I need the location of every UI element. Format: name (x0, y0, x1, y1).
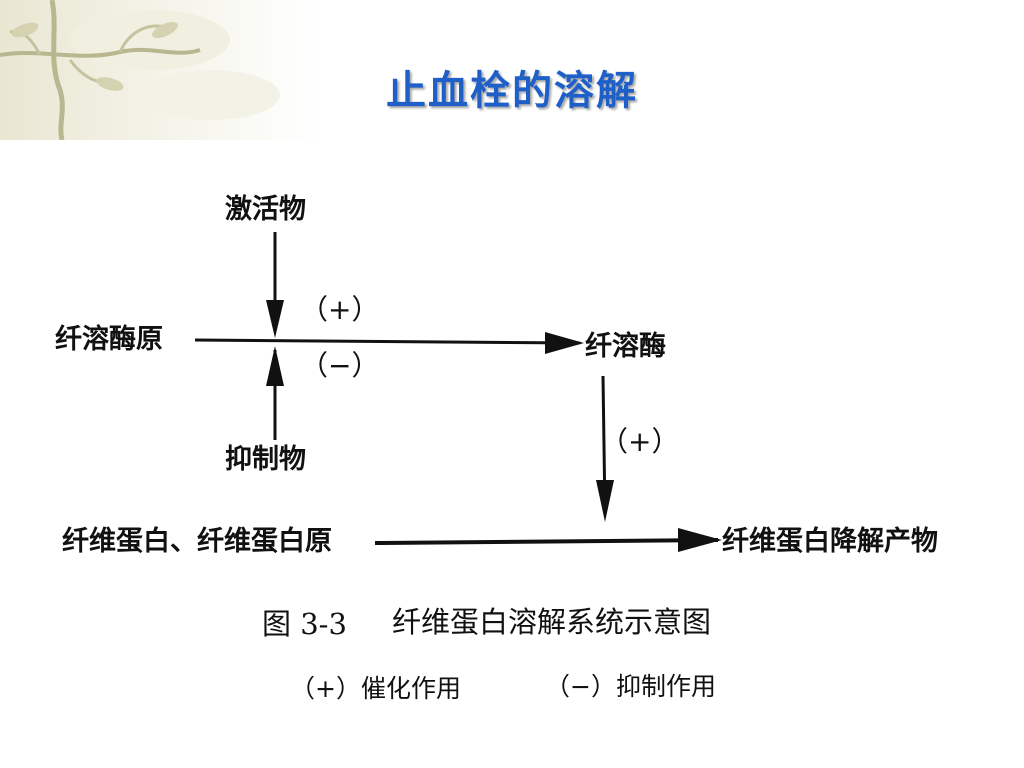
inhibitor-arrowhead (266, 346, 284, 386)
activator-label: 激活物 (225, 194, 306, 225)
plasminogen-to-plasmin-arrow (194, 338, 581, 345)
figure-title: 纤维蛋白溶解系统示意图 (392, 605, 712, 639)
substrate-label: 纤维蛋白、纤维蛋白原 (62, 526, 332, 557)
degradation-arrow (374, 538, 719, 545)
inhibitor-label: 抑制物 (225, 444, 306, 475)
plasmin-arrowhead (545, 332, 584, 354)
plasminogen-label: 纤溶酶原 (55, 324, 163, 355)
activator-arrowhead (266, 300, 284, 338)
plasmin-catalysis-arrowhead (596, 480, 614, 522)
legend-plus: （+）催化作用 (290, 674, 461, 703)
slide-title: 止血栓的溶解 (386, 67, 638, 114)
figure-number: 图 3-3 (262, 607, 347, 641)
product-label: 纤维蛋白降解产物 (722, 526, 938, 557)
catalysis-sign: （+） (600, 425, 680, 458)
inhibition-sign: （−） (300, 349, 380, 382)
degradation-arrowhead (678, 528, 722, 552)
decorative-vine-image (0, 0, 320, 140)
plasmin-label: 纤溶酶 (585, 331, 666, 362)
activation-sign: （+） (300, 293, 380, 326)
legend-minus: （−）抑制作用 (545, 672, 716, 701)
